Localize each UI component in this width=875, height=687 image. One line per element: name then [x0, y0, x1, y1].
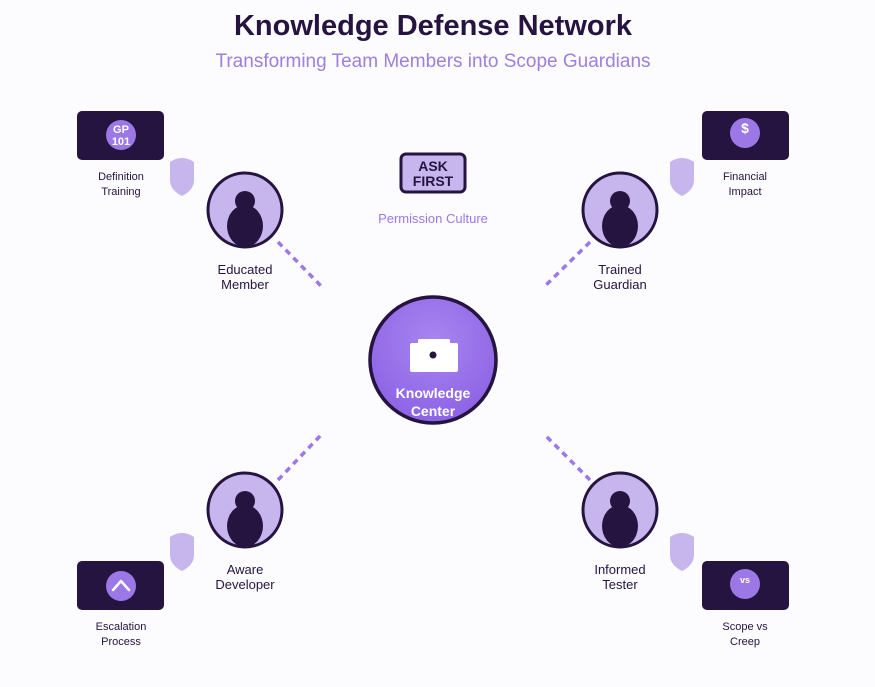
- icon-text: $: [741, 120, 749, 136]
- icon-text-line1: GP: [113, 124, 129, 136]
- shield-icon: [170, 533, 194, 571]
- card-definition-training[interactable]: GP 101 Definition Training: [77, 111, 164, 198]
- person-icon: [602, 491, 638, 547]
- card-label-line1: Scope vs: [722, 621, 768, 633]
- person-icon: [227, 491, 263, 547]
- card-escalation-process[interactable]: Escalation Process: [77, 561, 164, 648]
- shield-icon: [670, 158, 694, 196]
- center-label-line2: Center: [411, 403, 456, 419]
- member-label-line2: Guardian: [593, 277, 646, 292]
- member-label-line1: Trained: [598, 262, 642, 277]
- permission-culture-caption: Permission Culture: [378, 211, 488, 226]
- member-trained[interactable]: Trained Guardian: [581, 171, 659, 292]
- connector-aware: [276, 433, 323, 482]
- person-icon: [602, 191, 638, 247]
- card-scope-vs-creep[interactable]: vs Scope vs Creep: [702, 561, 789, 648]
- badge-line1: ASK: [418, 158, 448, 174]
- card-label-line2: Creep: [730, 636, 760, 648]
- badge-line2: FIRST: [413, 173, 454, 189]
- page-subtitle: Transforming Team Members into Scope Gua…: [215, 51, 650, 72]
- ask-first-badge: ASK FIRST: [399, 152, 467, 194]
- card-label-line1: Financial: [723, 171, 767, 183]
- icon-text-line2: 101: [112, 136, 130, 148]
- center-label-line1: Knowledge: [396, 385, 471, 401]
- card-label-line2: Training: [101, 186, 140, 198]
- member-informed[interactable]: Informed Tester: [581, 471, 659, 592]
- member-label-line2: Tester: [602, 577, 638, 592]
- connector-informed: [543, 433, 592, 482]
- card-label-line2: Impact: [728, 186, 761, 198]
- member-label-line1: Aware: [227, 562, 264, 577]
- shield-icon: [670, 533, 694, 571]
- dollar-icon: $: [730, 118, 760, 148]
- vs-icon: vs: [730, 569, 760, 599]
- gp101-icon: GP 101: [106, 120, 136, 150]
- card-label-line2: Process: [101, 636, 141, 648]
- connector-educated: [276, 240, 323, 288]
- icon-text: vs: [740, 575, 750, 585]
- member-label-line1: Educated: [218, 262, 273, 277]
- card-label-line1: Escalation: [96, 621, 147, 633]
- member-label-line2: Member: [221, 277, 269, 292]
- card-financial-impact[interactable]: $ Financial Impact: [702, 111, 789, 198]
- shield-icon: [170, 158, 194, 196]
- member-label-line2: Developer: [215, 577, 275, 592]
- chevron-up-icon: [106, 571, 136, 601]
- connector-trained: [543, 240, 592, 288]
- member-label-line1: Informed: [594, 562, 645, 577]
- member-educated[interactable]: Educated Member: [206, 171, 284, 292]
- shields: [170, 158, 694, 571]
- member-aware[interactable]: Aware Developer: [206, 471, 284, 592]
- book-icon: [410, 339, 458, 372]
- knowledge-center-node[interactable]: Knowledge Center: [368, 295, 498, 425]
- card-label-line1: Definition: [98, 171, 144, 183]
- page-title: Knowledge Defense Network: [234, 10, 633, 42]
- person-icon: [227, 191, 263, 247]
